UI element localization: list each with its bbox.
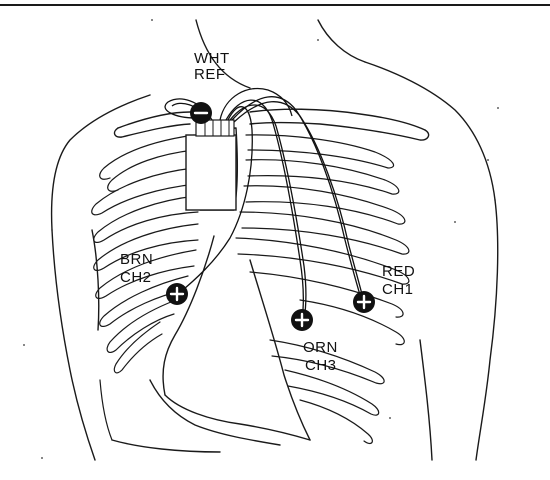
torso-outline: [52, 20, 498, 460]
recorder-device: [186, 120, 236, 210]
electrode-orn-ch3: [291, 309, 313, 331]
label-wht-channel: REF: [194, 66, 226, 83]
electrode-red-ch1: [353, 291, 375, 313]
label-orn-color: ORN: [303, 339, 338, 356]
label-red-channel: CH1: [382, 281, 414, 298]
label-orn-channel: CH3: [305, 357, 337, 374]
electrode-wht-ref: [190, 102, 212, 124]
label-brn-ch2: BRN CH2: [120, 251, 153, 286]
label-brn-channel: CH2: [120, 269, 152, 286]
label-wht-ref: WHT REF: [194, 50, 230, 83]
label-red-ch1: RED CH1: [382, 263, 415, 298]
label-orn-ch3: ORN CH3: [303, 339, 338, 374]
wire-orn-ch3: [226, 100, 303, 320]
label-brn-color: BRN: [120, 251, 153, 268]
electrode-brn-ch2: [166, 283, 188, 305]
label-red-color: RED: [382, 263, 415, 280]
label-wht-color: WHT: [194, 50, 230, 67]
